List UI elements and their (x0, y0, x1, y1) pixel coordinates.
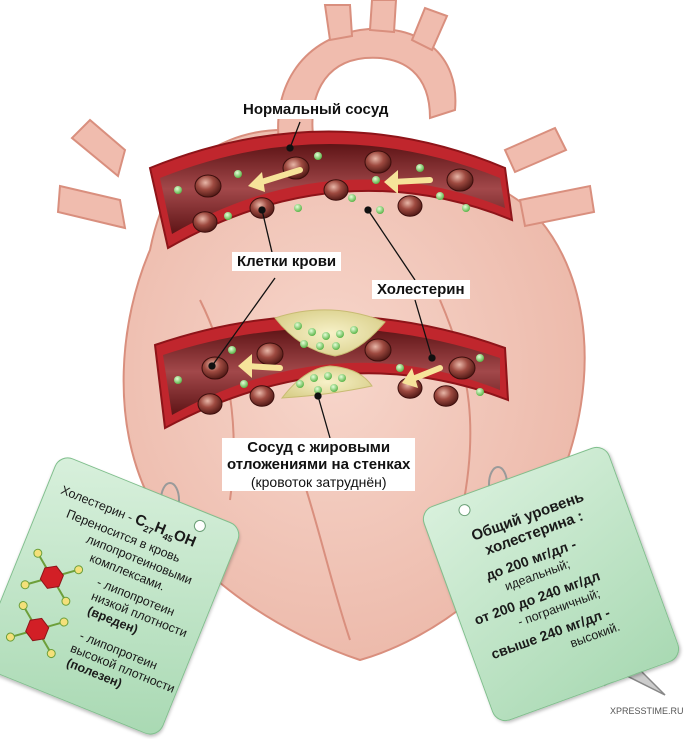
cholesterol-dot (330, 384, 338, 392)
blood-cell (433, 385, 459, 407)
label-plaque-vessel: Сосуд с жировыми отложениями на стенках … (222, 438, 416, 491)
cholesterol-dot (416, 164, 424, 172)
cholesterol-dot (324, 372, 332, 380)
blood-cell (197, 393, 223, 415)
cholesterol-dot (338, 374, 346, 382)
pulmonary-left (56, 184, 127, 230)
plaque-vessel-cholesterol-dots (174, 322, 484, 396)
cholesterol-dot (336, 330, 344, 338)
aorta (277, 27, 457, 151)
coronary-line-3 (299, 469, 351, 641)
blood-cell (194, 174, 222, 198)
watermark-text: XPRESSTIME.RU (610, 706, 684, 716)
blood-cell (323, 179, 349, 201)
flow-arrow-icon (402, 365, 443, 388)
label-plaque-note: (кровоток затруднён) (250, 473, 387, 490)
label-plaque-line2: отложениями на стенках (227, 456, 411, 474)
cholesterol-dot (228, 346, 236, 354)
normal-vessel-cholesterol-dots (174, 152, 470, 220)
plaque-vessel-lumen (163, 328, 500, 415)
cholesterol-dot (332, 342, 340, 350)
blood-cell (397, 195, 423, 217)
blood-cell (192, 211, 218, 233)
cholesterol-dot (462, 204, 470, 212)
cholesterol-dot (174, 186, 182, 194)
cholesterol-dot (350, 326, 358, 334)
blood-cell (364, 338, 392, 362)
tag-hole-icon (456, 502, 473, 518)
plaque-deposit-bottom (280, 365, 373, 399)
cholesterol-dot (240, 380, 248, 388)
aorta-branch-3 (410, 6, 449, 52)
blood-cell (364, 150, 392, 174)
pulmonary-right-2 (503, 126, 568, 174)
cholesterol-dot (372, 176, 380, 184)
label-blood-cells: Клетки крови (232, 252, 342, 272)
cholesterol-info-tag: Холестерин - C27H45OH Переносится в кров… (0, 453, 244, 739)
pulmonary-right (518, 184, 596, 228)
cholesterol-dot (348, 194, 356, 202)
blood-cell (446, 168, 474, 192)
blood-cell (256, 342, 284, 366)
cholesterol-dot (224, 212, 232, 220)
normal-vessel (148, 130, 514, 250)
ldl-molecule-icon (20, 548, 84, 606)
label-normal-vessel: Нормальный сосуд (238, 100, 394, 120)
tag-hole-icon (192, 518, 208, 534)
cholesterol-dot (376, 206, 384, 214)
cholesterol-dot (476, 354, 484, 362)
blood-cell (249, 385, 275, 407)
plaque-vessel (153, 309, 510, 430)
blood-cell (448, 356, 476, 380)
coronary-line-2 (439, 299, 472, 521)
cholesterol-dot (316, 342, 324, 350)
cholesterol-dot (234, 170, 242, 178)
cholesterol-dot (314, 386, 322, 394)
cholesterol-dot (174, 376, 182, 384)
cholesterol-dot (310, 374, 318, 382)
aorta-branch-2 (368, 0, 398, 34)
label-cholesterol: Холестерин (372, 280, 470, 300)
cholesterol-dot (476, 388, 484, 396)
cholesterol-dot (396, 364, 404, 372)
hdl-molecule-icon (5, 601, 69, 659)
cholesterol-dot (294, 322, 302, 330)
aorta-branch-1 (323, 4, 354, 42)
flow-arrow-icon (238, 354, 283, 378)
cholesterol-dot (322, 332, 330, 340)
cholesterol-dot (314, 152, 322, 160)
cholesterol-dot (294, 204, 302, 212)
cholesterol-dot (308, 328, 316, 336)
flow-arrow-icon (384, 170, 433, 194)
cholesterol-dot (300, 340, 308, 348)
cholesterol-dot (296, 380, 304, 388)
cholesterol-dot (436, 192, 444, 200)
pulmonary-left-2 (70, 118, 127, 178)
label-plaque-line1: Сосуд с жировыми (247, 439, 391, 456)
flow-arrow-icon (248, 167, 303, 192)
